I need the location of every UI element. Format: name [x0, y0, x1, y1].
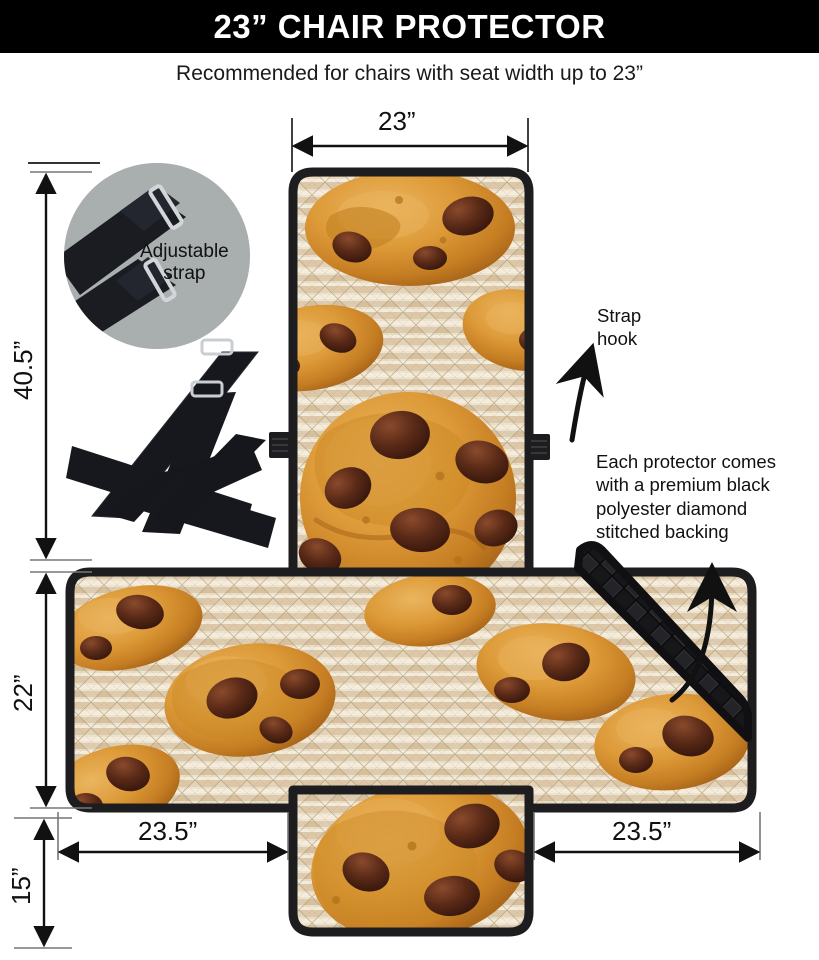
adjustable-strap-photo: Adjustable strap: [64, 163, 250, 349]
dimension-label-bottom-left-width: 23.5”: [138, 816, 198, 846]
cookie: [164, 643, 336, 757]
black-backing-flap: [574, 541, 752, 742]
backing-label-line1: Each protector comes: [596, 451, 776, 472]
strap-hook-callout: Strap hook: [597, 304, 641, 351]
strap-hook-label-line1: Strap: [597, 305, 642, 326]
cookie: [364, 573, 496, 647]
protector-middle-panel: [65, 567, 757, 813]
dimension-label-left-lower-height: 22”: [8, 674, 38, 712]
dimension-label-left-height: 40.5”: [8, 340, 38, 400]
loose-straps-illustration: [66, 338, 276, 548]
header-bar: 23” CHAIR PROTECTOR: [0, 0, 819, 53]
cookie: [305, 172, 515, 286]
strap-hook-left: [269, 432, 291, 458]
backing-label-line3: polyester diamond: [596, 497, 748, 519]
dimension-label-bottom-right-width: 23.5”: [612, 816, 672, 846]
strap-buckle: [190, 380, 224, 398]
strap-hook-label-line2: hook: [597, 328, 638, 350]
page-title: 23” CHAIR PROTECTOR: [213, 8, 606, 45]
cookie: [70, 585, 203, 671]
cookie: [298, 392, 518, 572]
cookie: [476, 623, 636, 721]
backing-callout: Each protector comes with a premium blac…: [596, 450, 776, 543]
backing-label-line2: with a premium black: [596, 474, 770, 496]
cookie: [311, 790, 529, 932]
dimension-label-top-width: 23”: [378, 106, 416, 136]
dimension-label-left-bottom-height: 15”: [6, 867, 36, 905]
page-subtitle: Recommended for chairs with seat width u…: [176, 62, 643, 85]
adjustable-strap-caption: Adjustable strap: [140, 241, 229, 285]
adjustable-strap-label-line1: Adjustable: [140, 241, 229, 262]
dimension-lines: [14, 118, 761, 949]
adjustable-strap-label-line2: strap: [163, 262, 206, 284]
callout-arrows: [555, 342, 737, 703]
protector-top-panel: [288, 167, 534, 577]
cookie: [594, 693, 750, 791]
strap-hook-right: [528, 434, 550, 460]
strap-buckle: [200, 338, 234, 356]
protector-bottom-panel: [288, 785, 534, 937]
backing-label-line4: stitched backing: [596, 520, 729, 542]
